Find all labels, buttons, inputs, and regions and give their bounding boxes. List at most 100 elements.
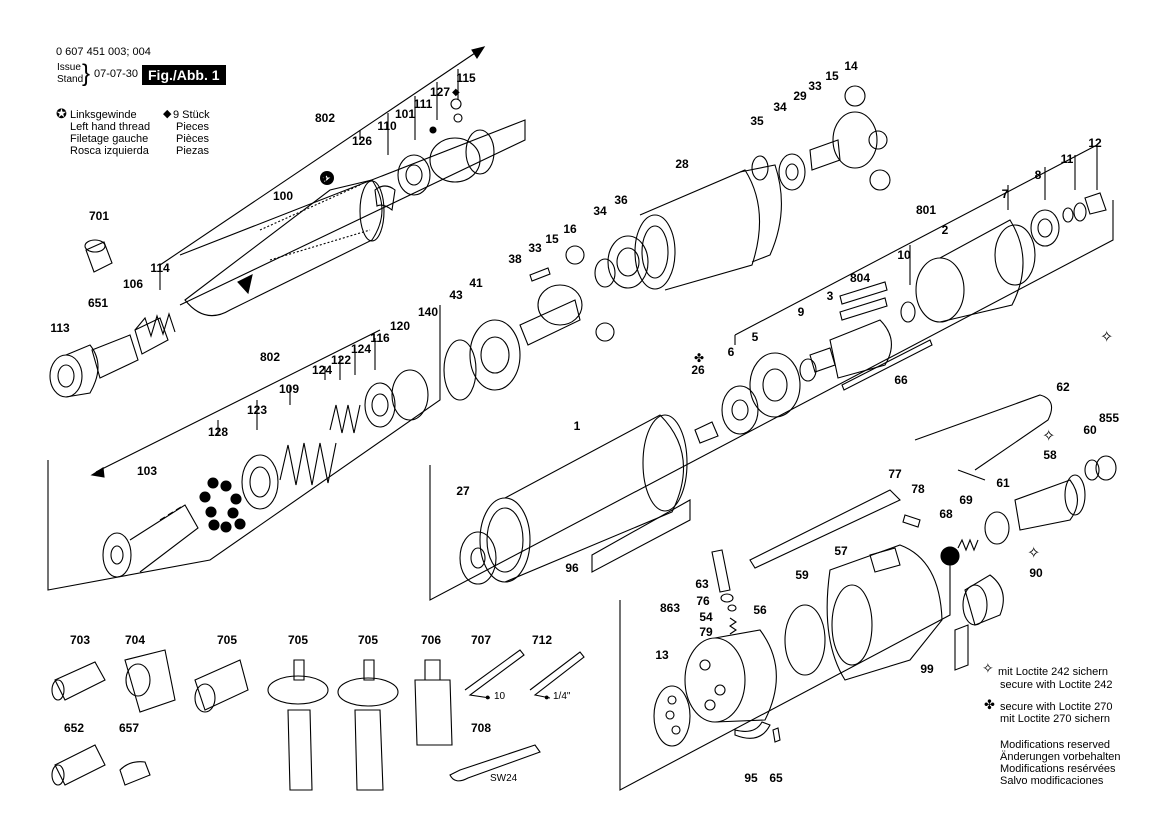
callout-100: 100 — [272, 189, 294, 203]
legend-lh-fr: Filetage gauche — [70, 133, 149, 145]
part-65-pin — [772, 727, 781, 743]
callout-58: 58 — [1043, 448, 1057, 462]
callout-61: 61 — [996, 476, 1010, 490]
part-69-spring — [957, 538, 979, 552]
part-101-valve — [429, 98, 495, 183]
axis-top-left — [159, 46, 526, 306]
part-855-screen — [1095, 455, 1117, 481]
callout-651: 651 — [87, 296, 109, 310]
part-56-head — [684, 629, 777, 723]
diamond-icon: ◆ — [163, 108, 172, 120]
part-123-washer — [241, 454, 279, 510]
part-657-clip — [119, 761, 151, 786]
callout-96: 96 — [565, 561, 579, 575]
callout-109: 109 — [278, 382, 300, 396]
part-8-ring — [1062, 207, 1074, 223]
callout-26: 26 — [691, 363, 705, 377]
callout-15b: 15 — [545, 232, 559, 246]
part-651-nipple — [91, 317, 169, 379]
callout-705c: 705 — [357, 633, 379, 647]
hex-key-10-note: 10 — [494, 691, 506, 702]
part-109-spring — [279, 442, 337, 486]
callout-5: 5 — [751, 330, 759, 344]
part-100-handle — [184, 179, 385, 317]
callout-707: 707 — [470, 633, 492, 647]
part-26-screw — [694, 421, 719, 444]
callout-78: 78 — [911, 482, 925, 496]
part-68-ball — [940, 546, 960, 566]
callout-802: 802 — [314, 111, 336, 125]
part-27-washer — [459, 531, 497, 585]
callout-113: 113 — [50, 321, 70, 335]
part-35-ring — [751, 155, 769, 181]
part-3-rotor — [809, 319, 892, 379]
brace-glyph: } — [82, 60, 91, 87]
callout-704: 704 — [124, 633, 146, 647]
callout-62: 62 — [1056, 380, 1070, 394]
callout-123: 123 — [246, 403, 268, 417]
part-804-blades — [839, 281, 888, 321]
callout-111: 111 — [413, 97, 433, 111]
legend-count-fr: Pièces — [176, 133, 210, 145]
callout-657: 657 — [118, 721, 140, 735]
part-124-spring — [329, 404, 361, 434]
axis-middle-left — [47, 305, 441, 591]
part-5-end-plate — [749, 352, 801, 418]
callout-6: 6 — [727, 345, 735, 359]
loctite-242-marker-icon-3: ✧ — [1027, 545, 1041, 562]
legend-count-es: Piezas — [176, 145, 210, 157]
part-36-bearing — [594, 235, 649, 289]
part-2-cylinder — [915, 219, 1036, 323]
callout-652: 652 — [63, 721, 85, 735]
figure-label: Fig./Abb. 1 — [142, 65, 226, 85]
callout-36: 36 — [614, 193, 628, 207]
callout-116: 116 — [370, 331, 390, 345]
part-120-clutch — [391, 369, 429, 421]
callout-124a: 124 — [350, 342, 372, 356]
part-95-spring — [734, 721, 771, 739]
part-28-cylinder — [634, 164, 782, 291]
callout-126: 126 — [351, 134, 373, 148]
callout-35: 35 — [750, 114, 764, 128]
star-icon: ✪ — [56, 106, 67, 121]
callout-9: 9 — [797, 305, 805, 319]
part-9-ring — [799, 358, 817, 382]
callout-11: 11 — [1060, 152, 1074, 166]
part-58-inlet — [1014, 474, 1086, 531]
part-705c-handle — [337, 659, 399, 791]
callout-76: 76 — [696, 594, 710, 608]
callout-10: 10 — [897, 248, 911, 262]
part-712-hex-key — [529, 651, 585, 699]
part-29-planet-carrier — [809, 111, 878, 171]
callout-122: 122 — [330, 353, 352, 367]
callout-63: 63 — [695, 577, 709, 591]
part-66-pin — [841, 339, 933, 391]
part-113-nut — [49, 344, 99, 398]
part-705a-adapter — [194, 659, 249, 713]
loctite-242-marker-icon: ✧ — [1100, 329, 1114, 346]
callout-140: 140 — [417, 305, 439, 319]
callout-27: 27 — [456, 484, 470, 498]
callout-124b: 124 — [311, 363, 333, 377]
part-number: 0 607 451 003; 004 — [56, 46, 151, 58]
callout-69: 69 — [959, 493, 973, 507]
callout-13: 13 — [655, 648, 669, 662]
callout-804: 804 — [849, 271, 871, 285]
callout-863: 863 — [659, 601, 681, 615]
callout-705a: 705 — [216, 633, 238, 647]
left-thread-marker-icon: ✪ — [323, 170, 334, 185]
callout-8: 8 — [1034, 168, 1042, 182]
legend-lh-de: Linksgewinde — [70, 109, 137, 121]
callout-12: 12 — [1088, 136, 1102, 150]
part-705b-handle — [267, 659, 329, 791]
loctite-242-en: secure with Loctite 242 — [1000, 679, 1113, 691]
loctite-242-de: mit Loctite 242 sichern — [998, 666, 1109, 678]
callout-99: 99 — [920, 662, 934, 676]
callout-127: 127 — [429, 85, 451, 99]
part-1-housing — [479, 414, 688, 583]
part-703-nipple — [51, 661, 106, 701]
stand-label: Stand — [57, 74, 84, 85]
part-57-head — [826, 544, 943, 681]
part-701-sleeve — [84, 239, 113, 273]
legend-count-de: 9 Stück — [173, 109, 210, 121]
